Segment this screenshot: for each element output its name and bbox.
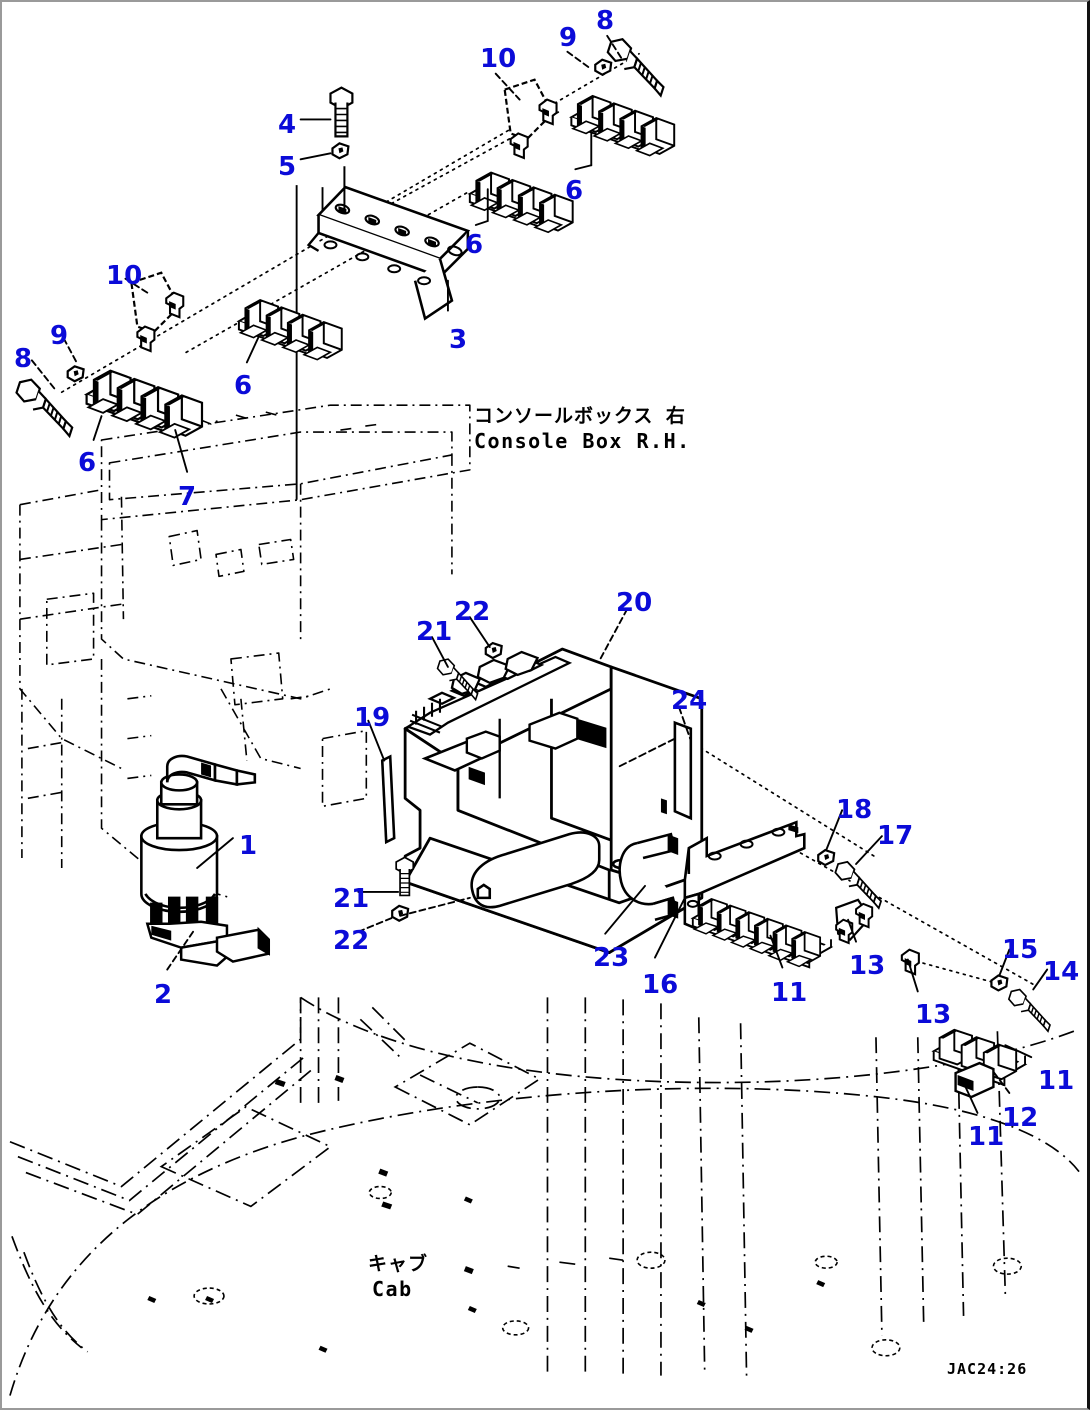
callout-14: 14 xyxy=(1043,957,1080,987)
callout-11-lower-right: 11 xyxy=(1038,1066,1075,1096)
drawing-number: JAC24:26 xyxy=(947,1360,1028,1378)
part-22-washer-bottom xyxy=(391,904,410,922)
part-11-relay-block-main xyxy=(691,897,832,969)
part-18-washer xyxy=(817,848,836,867)
callout-20: 20 xyxy=(616,588,653,618)
caption-console-box-rh-jp: コンソールボックス 右 xyxy=(474,405,686,427)
cab-phantom-outline xyxy=(19,404,471,899)
callout-15: 15 xyxy=(1002,935,1039,965)
callout-10-left: 10 xyxy=(106,261,143,291)
callout-13-lower: 13 xyxy=(915,1000,952,1030)
caption-cab-en: Cab xyxy=(372,1277,413,1301)
cab-floor-detail-circles xyxy=(193,1185,1023,1357)
callout-3: 3 xyxy=(449,325,468,355)
callout-8-left: 8 xyxy=(14,344,33,374)
callout-6-mid: 6 xyxy=(465,230,484,260)
callout-6-top-right: 6 xyxy=(565,176,584,206)
callout-21-bottom: 21 xyxy=(333,884,370,914)
callout-16: 16 xyxy=(642,970,679,1000)
callout-4: 4 xyxy=(278,110,297,140)
console-box-internal-clips xyxy=(465,711,607,786)
console-box-cutouts xyxy=(421,739,631,909)
caption-cab-jp: キャブ xyxy=(368,1253,429,1275)
caption-console-box-rh-en: Console Box R.H. xyxy=(474,429,691,453)
part-3-mounting-rail xyxy=(295,166,471,500)
part-10-terminal-center xyxy=(503,78,558,160)
part-8-bolt-left xyxy=(7,375,84,438)
callout-11-bottom: 11 xyxy=(968,1122,1005,1152)
callout-6-lower-left: 6 xyxy=(78,448,97,478)
callout-7: 7 xyxy=(178,482,197,512)
part-10-terminal-left xyxy=(130,271,185,353)
part-23-grab-handle xyxy=(618,832,679,922)
part-4-bolt xyxy=(329,86,354,138)
callout-2: 2 xyxy=(154,980,173,1010)
callout-5: 5 xyxy=(278,152,297,182)
callout-12: 12 xyxy=(1002,1103,1039,1133)
part-2-connector xyxy=(145,896,271,967)
callout-6-left: 6 xyxy=(234,371,253,401)
callout-9-left: 9 xyxy=(50,321,69,351)
callout-9-top: 9 xyxy=(559,23,578,53)
callout-13-upper: 13 xyxy=(849,951,886,981)
part-6-relay-block-center xyxy=(468,171,574,234)
part-19-seal-strip xyxy=(380,754,396,845)
part-9-washer-right xyxy=(594,58,613,76)
part-9-washer-left xyxy=(66,365,85,383)
callout-11-main: 11 xyxy=(771,978,808,1008)
part-1-cylinder-unit xyxy=(140,754,257,914)
part-6-relay-block-right xyxy=(570,94,676,157)
callout-23: 23 xyxy=(593,943,630,973)
cab-floor-outline xyxy=(9,996,1080,1396)
callout-leader-lines xyxy=(30,34,1049,1114)
callout-22-top: 22 xyxy=(454,597,491,627)
callout-18: 18 xyxy=(836,795,873,825)
part-5-washer xyxy=(331,142,350,160)
part-13-terminal-tab-upper xyxy=(834,898,874,945)
cab-floor-detail-marks xyxy=(147,1075,826,1353)
part-12-connector xyxy=(954,1061,995,1099)
callout-8-top: 8 xyxy=(596,6,615,36)
callout-24: 24 xyxy=(671,686,708,716)
callout-22-bottom: 22 xyxy=(333,926,370,956)
callout-21-top: 21 xyxy=(416,617,453,647)
part-7-relay-block xyxy=(85,369,204,439)
callout-1: 1 xyxy=(239,831,258,861)
part-14-bolt xyxy=(1002,986,1059,1033)
part-6-relay-block-left xyxy=(237,299,343,361)
part-15-washer xyxy=(990,974,1009,992)
callout-17: 17 xyxy=(877,821,914,851)
callout-19: 19 xyxy=(354,703,391,733)
callout-10-top: 10 xyxy=(480,44,517,74)
